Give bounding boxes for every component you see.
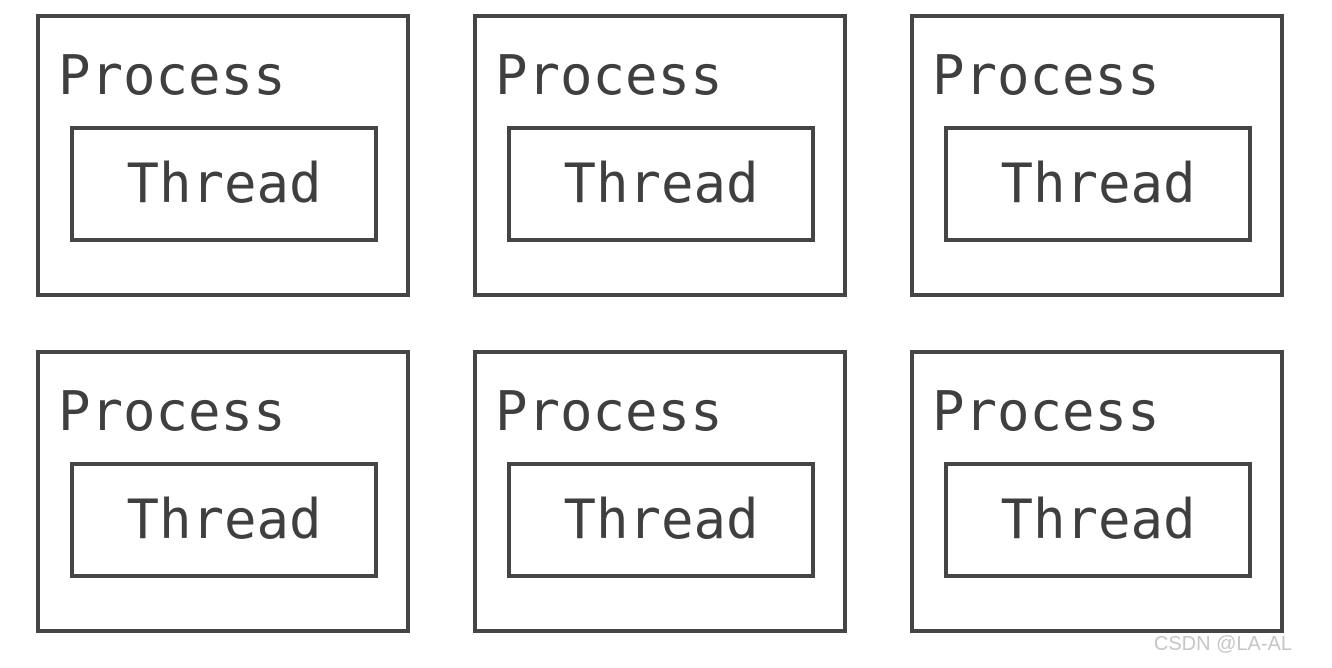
thread-box: Thread [70,126,378,242]
process-box: Process Thread [910,14,1284,297]
process-box: Process Thread [473,14,847,297]
process-label: Process [932,380,1160,443]
process-box: Process Thread [910,350,1284,633]
thread-label: Thread [1000,152,1196,215]
thread-box: Thread [507,126,815,242]
thread-box: Thread [944,126,1252,242]
process-label: Process [58,44,286,107]
process-box: Process Thread [36,14,410,297]
thread-box: Thread [507,462,815,578]
process-label: Process [932,44,1160,107]
thread-label: Thread [563,488,759,551]
thread-box: Thread [944,462,1252,578]
thread-box: Thread [70,462,378,578]
process-box: Process Thread [36,350,410,633]
process-label: Process [495,44,723,107]
thread-label: Thread [1000,488,1196,551]
watermark: CSDN @LA-AL [1153,633,1292,655]
thread-label: Thread [126,152,322,215]
thread-label: Thread [563,152,759,215]
process-box: Process Thread [473,350,847,633]
process-label: Process [495,380,723,443]
process-label: Process [58,380,286,443]
thread-label: Thread [126,488,322,551]
